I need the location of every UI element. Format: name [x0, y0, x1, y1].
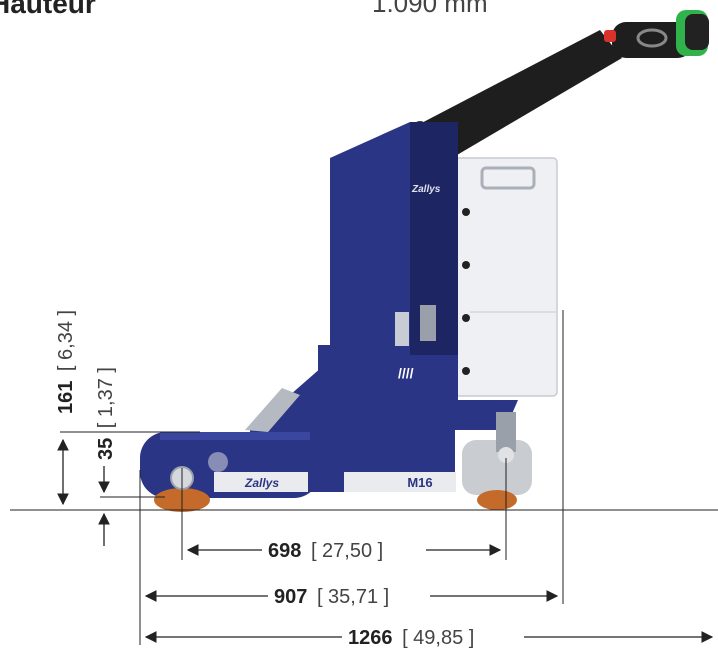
dim-ground-clearance-inch: [ 1,37 ] [95, 367, 117, 428]
svg-text:907 [ 35,71 ]: 907 [ 35,71 ] [274, 586, 389, 608]
key-switch [395, 312, 409, 346]
header-value: 1.090 mm [372, 0, 488, 18]
chassis-skirt [300, 355, 518, 492]
nose-logo: Zallys [244, 476, 279, 490]
header-label: Hauteur [0, 0, 96, 19]
svg-text:35 [ 1,37 ]: 35 [ 1,37 ] [95, 367, 117, 460]
dim-wheelbase-value: 698 [268, 540, 301, 562]
battery-box [454, 157, 558, 397]
display-panel [420, 305, 436, 341]
model-plate: M16 [344, 472, 456, 492]
handle-grip [604, 10, 709, 58]
tug-machine: //// Zallys //// Zallys M16 [140, 10, 709, 512]
vent-slots-lower: //// [398, 365, 414, 381]
dim-ground-clearance-value: 35 [95, 438, 117, 460]
vent-slots: //// [304, 148, 328, 166]
dim-total-length-value: 1266 [348, 627, 393, 649]
svg-text:1266 [ 49,85 ]: 1266 [ 49,85 ] [348, 627, 474, 649]
dim-mid-length-value: 907 [274, 586, 307, 608]
dim-wheelbase: 698 [ 27,50 ] [186, 540, 502, 562]
model-label: M16 [407, 475, 432, 490]
handle-arm [412, 30, 622, 165]
rear-caster [462, 412, 532, 510]
front-bumper [245, 388, 300, 432]
dim-wheelbase-inch: [ 27,50 ] [311, 540, 383, 562]
chassis-tower: //// Zallys [304, 122, 458, 392]
dim-chassis-height: 161 [ 6,34 ] [55, 310, 77, 506]
dim-chassis-height-inch: [ 6,34 ] [55, 310, 77, 371]
svg-text:161 [ 6,34 ]: 161 [ 6,34 ] [55, 310, 77, 414]
dim-ground-clearance: 35 [ 1,37 ] [95, 367, 117, 546]
svg-text:698 [ 27,50 ]: 698 [ 27,50 ] [268, 540, 383, 562]
dim-mid-length: 907 [ 35,71 ] [144, 586, 559, 608]
dim-total-length-inch: [ 49,85 ] [402, 627, 474, 649]
dim-mid-length-inch: [ 35,71 ] [317, 586, 389, 608]
front-nose: Zallys [140, 432, 320, 498]
extension-lines [60, 310, 564, 645]
tower-logo: Zallys [411, 184, 441, 195]
dim-total-length: 1266 [ 49,85 ] [144, 627, 714, 649]
dim-chassis-height-value: 161 [55, 381, 77, 414]
emergency-button-icon [604, 30, 616, 42]
